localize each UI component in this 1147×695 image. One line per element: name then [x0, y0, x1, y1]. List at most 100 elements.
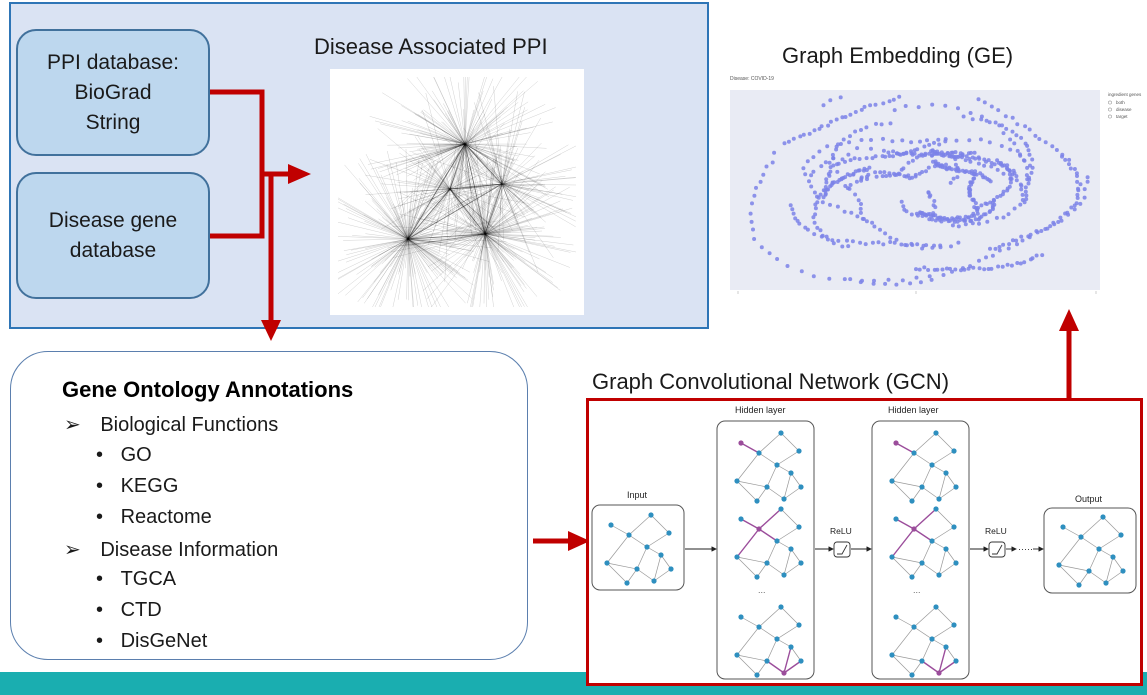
ppi-edge [422, 233, 486, 245]
ppi-edge [464, 76, 527, 145]
embedding-point [899, 242, 904, 247]
embedding-point [950, 223, 955, 228]
embedding-point [828, 169, 833, 174]
embedding-point [969, 150, 973, 155]
gcn-title: Graph Convolutional Network (GCN) [592, 369, 950, 394]
embedding-point [892, 108, 897, 113]
ppi-edge [390, 233, 486, 253]
gcn-edge [736, 556, 768, 564]
ppi-edge [484, 233, 526, 262]
ppi-edge [484, 226, 538, 235]
ppi-edge [457, 82, 466, 145]
embedding-point [825, 144, 830, 149]
embedding-point [855, 214, 860, 219]
embedding-point [1075, 174, 1079, 178]
embedding-point [1075, 196, 1080, 200]
ppi-edge [480, 201, 486, 235]
embedding-point [1023, 189, 1028, 194]
embedding-point [836, 161, 841, 166]
embedding-point [996, 108, 1001, 113]
embedding-point [849, 210, 854, 215]
ppi-edge [501, 183, 542, 218]
embedding-plot: Disease: COVID-19 ingredient genes both … [716, 68, 1145, 304]
gcn-edge [1078, 570, 1090, 586]
gcn-node [756, 450, 762, 456]
ppi-edge [424, 181, 451, 190]
ppi-edge [400, 213, 409, 240]
ppi-edge [446, 188, 451, 235]
embedding-point [1076, 188, 1081, 193]
ppi-edge [501, 128, 511, 185]
gcn-edge [931, 464, 947, 474]
ppi-edge [464, 143, 501, 166]
embedding-point [937, 142, 942, 147]
ppi-edge [464, 113, 486, 145]
ppi-edge [378, 238, 409, 296]
embedding-point [949, 244, 953, 249]
ppi-edge [483, 233, 486, 304]
embedding-point [767, 251, 772, 256]
ppi-edge [407, 238, 444, 273]
embedding-point [749, 219, 754, 224]
gcn-edge [636, 568, 655, 582]
ppi-edge [459, 217, 486, 235]
gcn-edge [945, 646, 957, 662]
embedding-point [864, 219, 869, 224]
ppi-edge [464, 143, 472, 236]
embedding-point [949, 167, 954, 172]
ppi-edge [464, 76, 485, 145]
gcn-edge [736, 480, 758, 502]
gcn-node [756, 526, 762, 532]
ppi-edge [484, 233, 515, 250]
ppi-edge [484, 158, 515, 235]
embedding-point [876, 240, 881, 245]
embedding-point [821, 103, 826, 108]
embedding-point [805, 159, 810, 164]
gcn-node [909, 574, 915, 580]
ppi-hub-edge [464, 143, 503, 185]
ppi-edge [484, 156, 488, 235]
gcn-edge [740, 442, 760, 454]
embedding-point [1024, 193, 1029, 198]
embedding-point [982, 267, 987, 272]
ppi-edge [395, 206, 409, 240]
embedding-point [1019, 135, 1024, 140]
embedding-point [812, 190, 817, 195]
ppi-edge [501, 183, 529, 191]
ppi-edge [449, 188, 494, 251]
legend-marker-both [1108, 100, 1112, 105]
gene-ontology-box [10, 351, 528, 660]
gcn-node [754, 574, 760, 580]
embedding-point [914, 275, 919, 280]
embedding-point [1025, 143, 1030, 148]
gcn-edge [780, 432, 800, 452]
gcn-edge [758, 432, 782, 454]
embedding-point [883, 281, 888, 286]
embedding-point [752, 237, 757, 241]
ppi-edge [415, 188, 451, 236]
embedding-point [831, 163, 836, 168]
gcn-edge [891, 654, 913, 676]
ppi-edge [414, 188, 451, 212]
ppi-edge [417, 114, 466, 145]
go-item-label: CTD [120, 599, 162, 621]
ppi-edge [337, 238, 409, 262]
gcn-edge [776, 450, 800, 466]
ppi-edge [484, 233, 523, 253]
ppi-edge [484, 210, 511, 235]
ppi-edge [337, 238, 409, 294]
ppi-edge [467, 233, 486, 304]
ppi-edge [337, 236, 409, 240]
ppi-edge [409, 143, 466, 162]
gcn-node [754, 672, 760, 678]
ppi-edge [479, 233, 486, 263]
embedding-point [886, 277, 891, 282]
ppi-edge [464, 143, 502, 150]
gcn-edge [911, 486, 923, 502]
ppi-edge [367, 238, 409, 299]
ppi-edge [464, 143, 549, 190]
ppi-edge [407, 238, 431, 270]
gcn-node [889, 478, 895, 484]
ppi-edge [407, 238, 410, 301]
ppi-edge [449, 188, 473, 204]
